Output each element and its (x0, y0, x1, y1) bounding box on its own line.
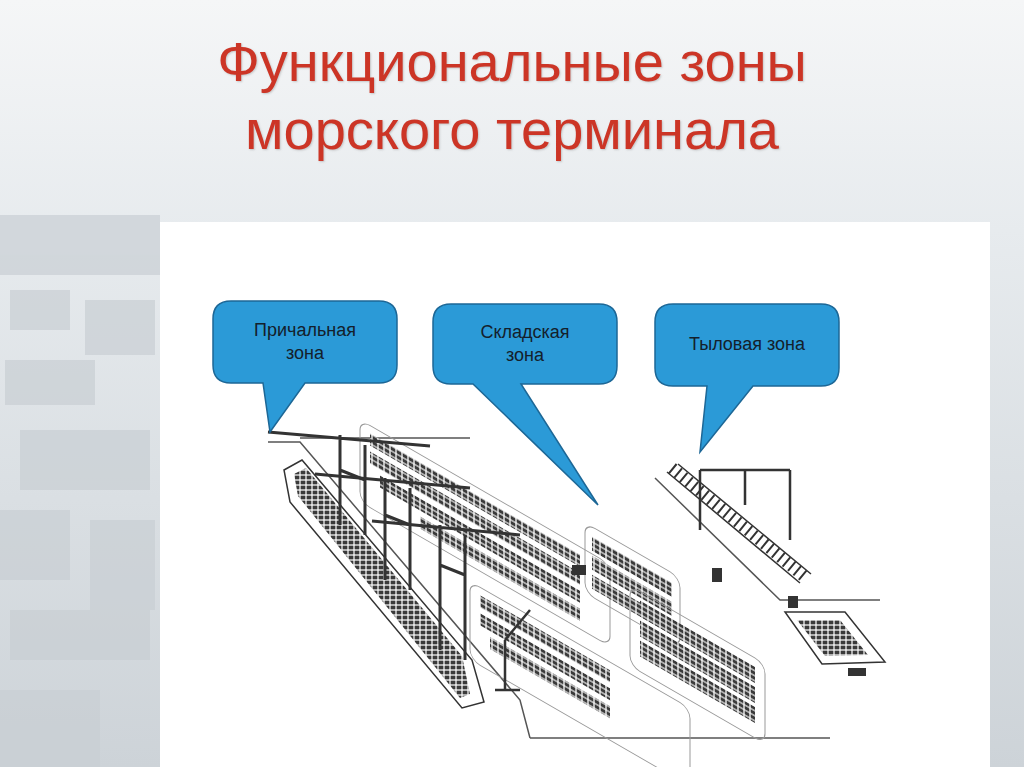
zone-callout: Тыловая зона (655, 304, 839, 386)
trucks (572, 565, 866, 676)
faded-city (0, 215, 160, 767)
picture-panel (160, 222, 990, 767)
callout-shape (655, 304, 839, 452)
callout-text: Причальная зона (240, 319, 370, 366)
callout-text: Складская зона (460, 321, 590, 368)
container-ship (284, 460, 484, 708)
slide-title: Функциональные зоны морского терминала (112, 28, 912, 165)
quay-cranes (268, 432, 530, 690)
callout-bubble (213, 301, 397, 383)
warehouse (785, 612, 885, 664)
callout-shape (433, 304, 617, 505)
callout-shape (213, 301, 397, 432)
rail-yard (667, 464, 811, 583)
callout-bubble (433, 304, 617, 384)
callout-text: Тыловая зона (689, 333, 805, 356)
zone-callout: Причальная зона (213, 301, 397, 383)
zone-callout: Складская зона (433, 304, 617, 384)
